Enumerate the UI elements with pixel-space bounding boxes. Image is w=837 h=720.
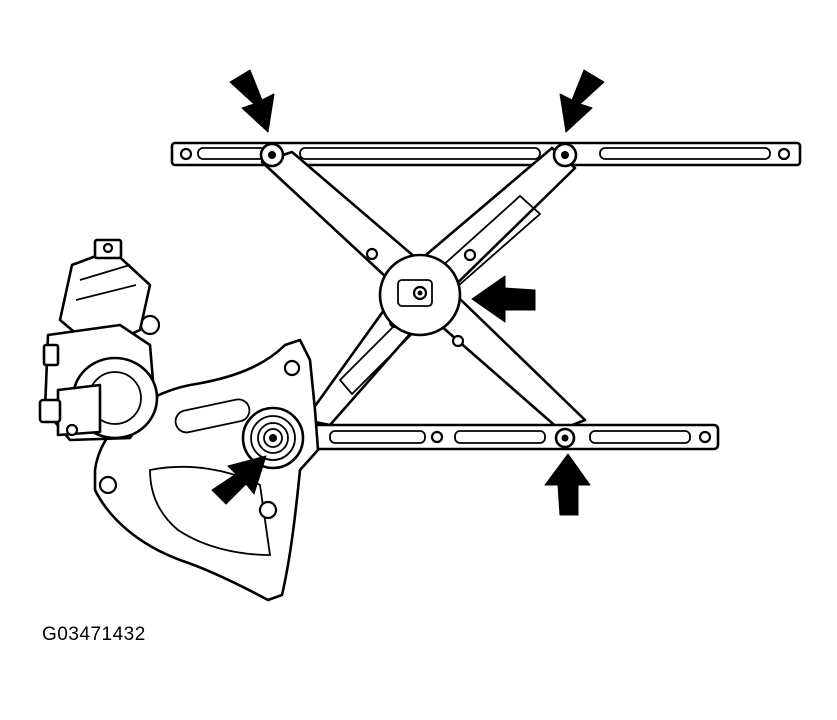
lower-rail — [298, 423, 720, 451]
figure-code: G03471432 — [42, 624, 146, 645]
upper-left-pivot — [259, 142, 285, 168]
arrow-lower-rail-pivot — [544, 453, 591, 516]
arrow-upper-left-pivot — [229, 69, 275, 133]
drive-gear-pivot — [241, 406, 305, 470]
arrow-upper-right-pivot — [559, 69, 605, 133]
upper-right-pivot — [552, 142, 578, 168]
arrow-center-pivot — [471, 275, 536, 323]
upper-rail — [170, 141, 802, 167]
arrow-sector-gear-pivot — [211, 455, 267, 505]
center-pivot-plate — [378, 253, 462, 337]
motor-assembly — [38, 238, 159, 442]
lower-rail-pivot — [554, 427, 576, 449]
